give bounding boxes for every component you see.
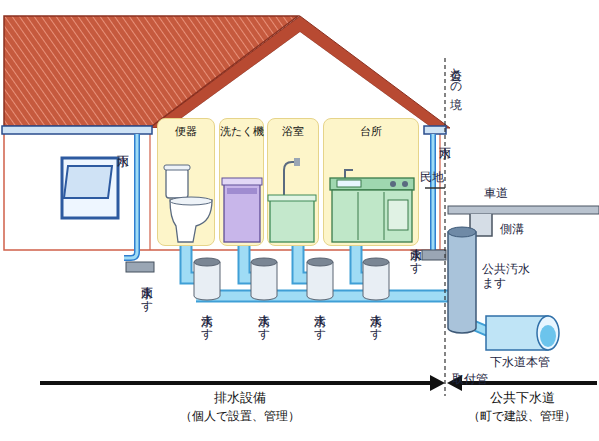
part-label: 民地 <box>420 170 444 184</box>
cabinet-doors <box>358 192 384 240</box>
gable-wall <box>168 32 432 128</box>
sewage-basin <box>363 258 389 300</box>
part-label: 汚水ます <box>313 306 327 334</box>
counter <box>330 178 414 190</box>
gutter <box>2 126 152 134</box>
toilet-seat <box>170 197 212 205</box>
tub-rim <box>268 195 316 201</box>
kitchen-sink <box>330 170 414 242</box>
public-basin <box>448 232 476 333</box>
toilet-lid <box>164 165 190 170</box>
scope-label: （個人で設置、管理） <box>180 409 300 423</box>
basin-body <box>251 262 277 300</box>
part-label: 側溝 <box>500 222 524 236</box>
fixture-panel: 便器 <box>157 118 215 246</box>
gable-eave <box>150 16 450 128</box>
shower-hose <box>284 162 296 195</box>
part-label: 汚水ます <box>257 306 271 334</box>
washing-machine <box>222 178 262 242</box>
scope-label: （町で建設、管理） <box>468 409 576 423</box>
sewage-basin <box>251 258 277 300</box>
stove-burner <box>402 181 408 187</box>
downspout <box>124 134 137 258</box>
faucet <box>345 170 353 179</box>
sink-basin <box>337 180 361 187</box>
fixture-label: 洗たく機 <box>220 119 263 138</box>
sewer-main-end <box>537 316 559 350</box>
fixture-label: 台所 <box>324 119 418 138</box>
part-label: 雨水ます <box>140 278 154 306</box>
public-basin-top <box>448 227 476 237</box>
basin-top <box>194 258 220 266</box>
window-pane <box>64 166 112 198</box>
part-label: 下水道本管 <box>490 355 550 369</box>
scope-arrow <box>40 381 432 385</box>
road-surface <box>448 206 599 214</box>
part-label: 公共汚水ます <box>482 262 532 290</box>
stove-burner <box>390 181 396 187</box>
sewer-water <box>540 325 556 347</box>
rain-basin <box>422 250 446 260</box>
shower-head <box>294 158 300 166</box>
downspout <box>430 134 436 250</box>
washer-top <box>222 178 262 185</box>
part-label: 汚水ます <box>369 306 383 334</box>
part-label: 取付管 <box>452 372 488 386</box>
ground-line <box>425 187 445 189</box>
sewage-basin <box>307 258 333 300</box>
toilet-bowl <box>170 200 212 242</box>
toilet-tank <box>166 168 188 198</box>
basin-body <box>307 262 333 300</box>
part-label: 車道 <box>484 186 508 200</box>
fixture-panel: 洗たく機 <box>219 118 264 246</box>
sewage-basin <box>194 258 220 300</box>
basin-body <box>363 262 389 300</box>
fixture-label: 便器 <box>158 119 214 138</box>
washer-panel <box>227 188 257 194</box>
part-label: 汚水ます <box>200 306 214 334</box>
window-frame <box>62 158 118 218</box>
oven <box>388 200 408 230</box>
rain-basin <box>126 262 154 272</box>
downspout <box>432 134 435 250</box>
basin-top <box>307 258 333 266</box>
fixture-label: 浴室 <box>268 119 318 138</box>
washer-body <box>224 182 260 242</box>
scope-label: 排水設備 <box>214 391 266 405</box>
toilet <box>164 165 212 242</box>
downspout <box>124 134 137 258</box>
basin-top <box>251 258 277 266</box>
arrow-head <box>430 375 445 391</box>
scope-label: 公共下水道 <box>490 391 555 405</box>
cabinet <box>332 190 412 242</box>
tub-body <box>270 198 314 242</box>
bathtub <box>268 158 316 242</box>
part-label: 雨水ます <box>409 240 423 268</box>
basin-top <box>363 258 389 266</box>
boundary-line <box>444 58 445 396</box>
gutter <box>424 126 446 134</box>
fixture-panel: 浴室 <box>267 118 319 246</box>
fixture-panel: 台所 <box>323 118 419 246</box>
part-label: 公道との境 <box>449 60 463 88</box>
basin-body <box>194 262 220 300</box>
